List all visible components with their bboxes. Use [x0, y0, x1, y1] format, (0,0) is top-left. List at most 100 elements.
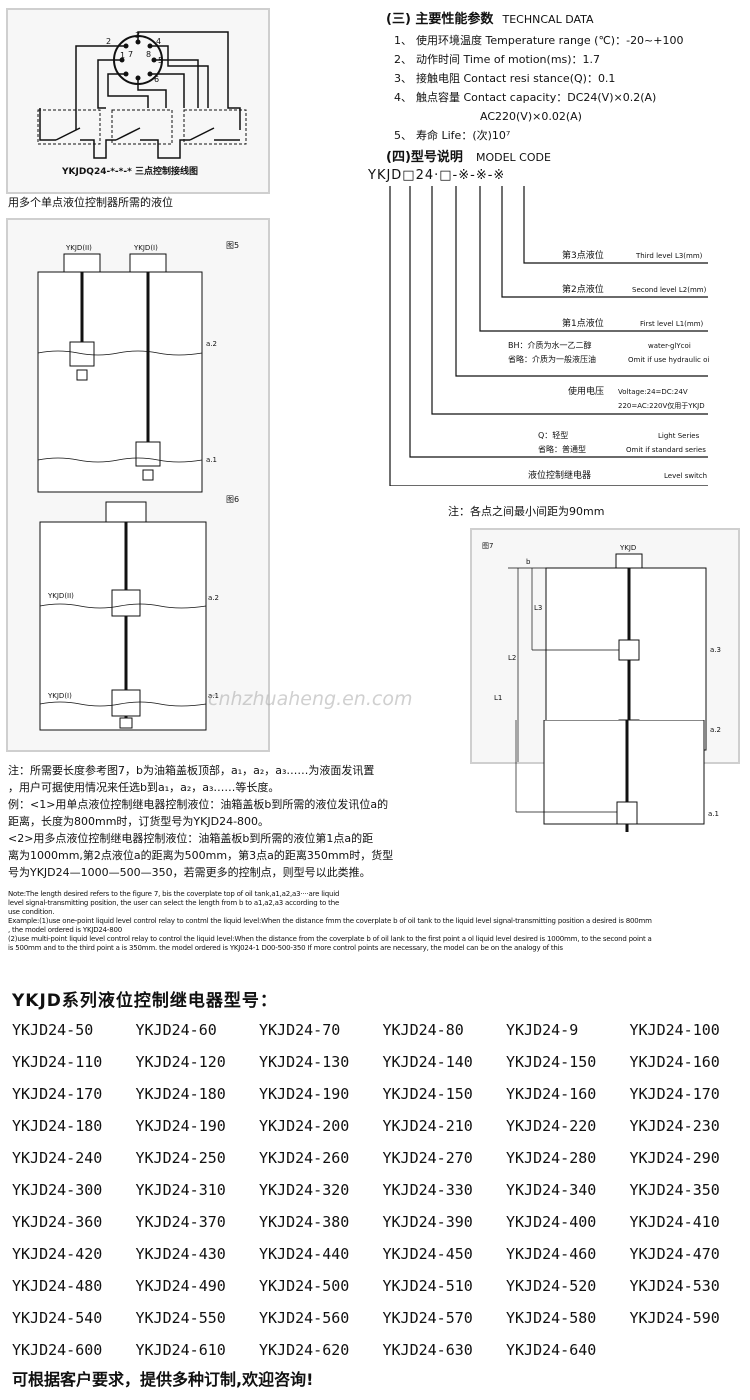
model-heading: (四)型号说明 MODEL CODE	[386, 150, 551, 165]
model-item: YKJD24-150	[382, 1085, 473, 1103]
model-item: YKJD24-470	[629, 1245, 720, 1263]
fig7-l3: L3	[534, 604, 542, 612]
note-en-line: level signal-transmitting position, the …	[8, 899, 340, 907]
model-item: YKJD24-290	[629, 1149, 720, 1167]
tech-data-section: (三) 主要性能参数 TECHNCAL DATA 1、使用环境温度 Temper…	[386, 8, 746, 145]
notes-cn: 注：所需要长度参考图7，b为油箱盖板顶部，a₁，a₂，a₃……为液面发讯置 ，用…	[8, 762, 463, 881]
tech-heading-cn: (三) 主要性能参数	[386, 12, 494, 27]
footer-text: 可根据客户要求，提供多种订制,欢迎咨询!	[12, 1370, 314, 1389]
min-spacing-note: 注：各点之间最小间距为90mm	[448, 505, 605, 518]
tech-item: 4、触点容量 Contact capacity：DC24(V)×0.2(A)	[394, 91, 657, 104]
model-item: YKJD24-630	[382, 1341, 473, 1359]
model-item: YKJD24-300	[12, 1181, 103, 1199]
note-line: ，用户可据使用情况来任选b到a₁，a₂，a₃……等长度。	[8, 781, 280, 794]
model-item: YKJD24-180	[12, 1117, 103, 1135]
tech-item: 1、使用环境温度 Temperature range (℃)：-20~+100	[394, 34, 684, 47]
model-row-en: Light Series	[658, 432, 700, 440]
fig7-relay: YKJD	[619, 544, 636, 552]
model-item: YKJD24-320	[259, 1181, 350, 1199]
model-row-en: Level switch	[664, 472, 707, 480]
model-item: YKJD24-160	[629, 1053, 720, 1071]
tech-item: AC220(V)×0.02(A)	[480, 110, 582, 123]
model-item: YKJD24-160	[506, 1085, 597, 1103]
tech-item: 2、动作时间 Time of motion(ms)：1.7	[394, 53, 601, 66]
wiring-diagram-panel: 1 2 3 4 5 6 7 8	[6, 8, 270, 194]
model-item: YKJD24-350	[629, 1181, 720, 1199]
fig5-a1: a.1	[206, 456, 217, 464]
model-row-en: Omit if standard series	[626, 446, 706, 454]
model-item: YKJD24-130	[259, 1053, 350, 1071]
pin-label: 8	[146, 50, 151, 59]
model-item: YKJD24-600	[12, 1341, 103, 1359]
note-en-line: use condition.	[8, 908, 55, 916]
fig7-a2: a.2	[710, 726, 721, 734]
note-line: 号为YKJD24—1000—500—350，若需更多的控制点，则型号以此类推。	[8, 866, 371, 879]
model-item: YKJD24-70	[259, 1021, 341, 1039]
model-item: YKJD24-340	[506, 1181, 597, 1199]
pin-label: 2	[106, 37, 111, 46]
model-row-en: First level L1(mm)	[640, 320, 704, 328]
model-item: YKJD24-50	[12, 1021, 94, 1039]
model-row-cn: 第1点液位	[562, 317, 604, 329]
model-row-cn: 使用电压	[568, 385, 604, 397]
tech-item: 3、接触电阻 Contact resi stance(Q)：0.1	[394, 72, 616, 85]
model-item: YKJD24-310	[135, 1181, 226, 1199]
model-item: YKJD24-510	[382, 1277, 473, 1295]
note-line: 距离，长度为800mm时，订货型号为YKJD24-800。	[8, 815, 270, 828]
model-row-cn: 第3点液位	[562, 249, 604, 261]
fig5-fig6-diagram: 图5 YKJD(II) YKJD(I) a.2 a.1 图6 YKJD(II) …	[37, 241, 239, 731]
fig7-l2: L2	[508, 654, 516, 662]
fig7-a3: a.3	[710, 646, 721, 654]
model-item: YKJD24-490	[135, 1277, 226, 1295]
fig5-relay2: YKJD(I)	[133, 244, 158, 252]
pin-label: 6	[154, 75, 159, 84]
model-item: YKJD24-230	[629, 1117, 720, 1135]
model-item: YKJD24-560	[259, 1309, 350, 1327]
model-item: YKJD24-580	[506, 1309, 597, 1327]
model-row-cn: 省略：介质为一般液压油	[508, 354, 596, 364]
model-item: YKJD24-640	[506, 1341, 597, 1359]
model-item: YKJD24-550	[135, 1309, 226, 1327]
models-title: YKJD系列液位控制继电器型号：	[12, 991, 278, 1011]
model-item: YKJD24-440	[259, 1245, 350, 1263]
model-row-en: Third level L3(mm)	[635, 252, 703, 260]
model-item: YKJD24-460	[506, 1245, 597, 1263]
note-line: <2>用多点液位控制继电器控制液位：油箱盖板b到所需的液位第1点a的距	[8, 832, 374, 845]
model-item: YKJD24-220	[506, 1117, 597, 1135]
model-item: YKJD24-170	[12, 1085, 103, 1103]
model-item: YKJD24-270	[382, 1149, 473, 1167]
model-item: YKJD24-330	[382, 1181, 473, 1199]
model-item: YKJD24-9	[506, 1021, 579, 1039]
fig5-fig6-panel: 图5 YKJD(II) YKJD(I) a.2 a.1 图6 YKJD(II) …	[6, 218, 270, 752]
notes-en: Note:The length desired refers to the fi…	[8, 890, 744, 953]
tech-heading-en: TECHNCAL DATA	[502, 13, 594, 26]
model-item: YKJD24-360	[12, 1213, 103, 1231]
model-item: YKJD24-520	[506, 1277, 597, 1295]
model-item: YKJD24-280	[506, 1149, 597, 1167]
model-item: YKJD24-120	[135, 1053, 226, 1071]
fig7-l1: L1	[494, 694, 502, 702]
note-en-line: is 500mm and to the third point a is 350…	[8, 944, 563, 952]
fig6-label: 图6	[226, 495, 239, 504]
model-item: YKJD24-140	[382, 1053, 473, 1071]
model-row-cn: 液位控制继电器	[528, 469, 591, 481]
model-row-en: water-glYcoi	[648, 342, 691, 350]
tech-item: 5、寿命 Life：(次)10⁷	[394, 129, 511, 142]
note-en-line: Note:The length desired refers to the fi…	[8, 890, 340, 898]
model-item: YKJD24-170	[629, 1085, 720, 1103]
fig6-relay1: YKJD(II)	[47, 592, 74, 600]
model-item: YKJD24-380	[259, 1213, 350, 1231]
model-code: YKJD□24·□-※-※-※	[368, 168, 506, 183]
pin-label: 7	[128, 50, 133, 59]
model-item: YKJD24-610	[135, 1341, 226, 1359]
model-item: YKJD24-410	[629, 1213, 720, 1231]
fig7-a1: a.1	[708, 810, 719, 818]
note-en-line: (2)use multi-point liquid level control …	[8, 935, 652, 943]
model-item: YKJD24-430	[135, 1245, 226, 1263]
model-row-en: Second level L2(mm)	[632, 286, 707, 294]
model-item: YKJD24-80	[382, 1021, 464, 1039]
model-row-cn: 第2点液位	[562, 283, 604, 295]
model-item: YKJD24-390	[382, 1213, 473, 1231]
model-item: YKJD24-110	[12, 1053, 103, 1071]
note-en-line: , the model ordered is YKJD24-800	[8, 926, 123, 934]
